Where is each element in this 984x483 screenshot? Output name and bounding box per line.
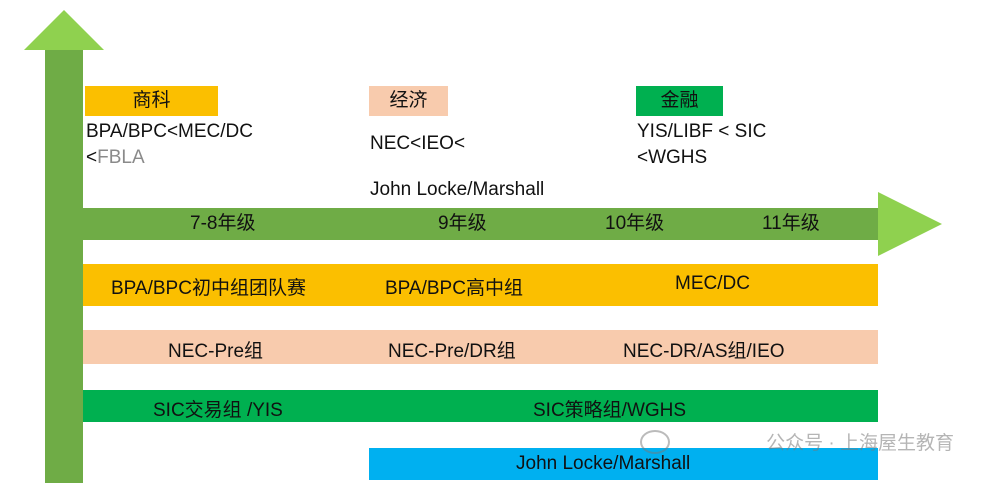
business-line-2-prefix: < — [86, 147, 98, 168]
finance-line-1: YIS/LIBF < SIC — [637, 121, 767, 142]
timeline-axis — [83, 208, 878, 240]
band-finance-item: SIC策略组/WGHS — [533, 400, 687, 421]
band-finance: SIC交易组 /YIS SIC策略组/WGHS — [83, 390, 878, 422]
business-line-1: BPA/BPC<MEC/DC — [86, 121, 253, 142]
band-john-locke: John Locke/Marshall — [369, 448, 878, 480]
watermark: 公众号 · 上海屋生教育 — [766, 433, 954, 454]
band-business-item: BPA/BPC高中组 — [385, 278, 523, 299]
band-economics-item: NEC-Pre/DR组 — [388, 341, 516, 362]
right-arrow-icon — [878, 192, 942, 256]
economics-line-2: John Locke/Marshall — [370, 179, 545, 200]
economics-line-1: NEC<IEO< — [370, 133, 466, 154]
band-business: BPA/BPC初中组团队赛 BPA/BPC高中组 MEC/DC — [83, 264, 878, 306]
tag-economics: 经济 — [369, 86, 448, 116]
band-business-item: MEC/DC — [675, 273, 750, 294]
band-finance-item: SIC交易组 /YIS — [153, 400, 283, 421]
grade-10: 10年级 — [605, 213, 665, 234]
band-economics-item: NEC-DR/AS组/IEO — [623, 341, 785, 362]
grade-9: 9年级 — [438, 213, 487, 234]
vertical-axis — [45, 48, 83, 483]
business-line-2-rest: FBLA — [97, 147, 145, 168]
business-line-2: <FBLA — [86, 146, 145, 170]
band-economics: NEC-Pre组 NEC-Pre/DR组 NEC-DR/AS组/IEO — [83, 330, 878, 364]
band-business-item: BPA/BPC初中组团队赛 — [111, 278, 306, 299]
grade-7-8: 7-8年级 — [190, 213, 256, 234]
wechat-icon — [640, 430, 670, 454]
grade-11: 11年级 — [762, 213, 820, 234]
tag-business: 商科 — [85, 86, 218, 116]
finance-line-2: <WGHS — [637, 147, 708, 168]
band-economics-item: NEC-Pre组 — [168, 341, 264, 362]
up-arrow-icon — [24, 10, 104, 50]
tag-finance: 金融 — [636, 86, 723, 116]
band-john-locke-item: John Locke/Marshall — [516, 453, 691, 474]
